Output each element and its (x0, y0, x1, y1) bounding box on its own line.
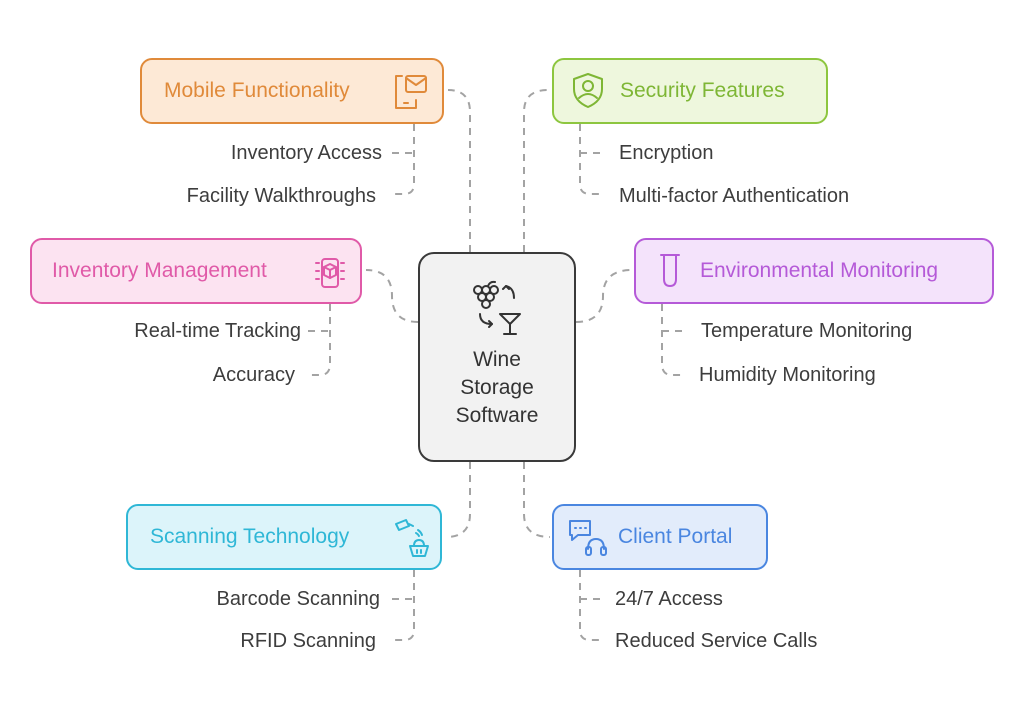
mobile-functionality-node[interactable]: Mobile Functionality (140, 58, 444, 124)
center-title-line-1: Wine (473, 348, 521, 371)
center-node[interactable]: Wine Storage Software (418, 252, 576, 462)
center-title-line-2: Storage (460, 376, 534, 399)
mobile-functionality-title: Mobile Functionality (164, 79, 350, 102)
chat-headset-icon (569, 520, 607, 556)
client-item-reduced-service-calls: Reduced Service Calls (615, 630, 818, 652)
mobile-item-facility-walkthroughs: Facility Walkthroughs (186, 185, 376, 207)
mobile-item-inventory-access: Inventory Access (230, 142, 382, 164)
inventory-item-real-time-tracking: Real-time Tracking (134, 320, 301, 342)
inventory-management-node[interactable]: Inventory Management (30, 238, 362, 304)
scanner-basket-icon (395, 519, 429, 557)
shield-user-icon (573, 73, 603, 108)
client-portal-node[interactable]: Client Portal (552, 504, 768, 570)
tablet-mail-icon (395, 75, 427, 109)
environmental-monitoring-title: Environmental Monitoring (700, 259, 939, 282)
environmental-monitoring-node[interactable]: Environmental Monitoring (634, 238, 994, 304)
security-item-encryption: Encryption (619, 142, 714, 164)
security-features-title: Security Features (620, 79, 785, 102)
scanning-item-barcode: Barcode Scanning (216, 588, 380, 610)
client-portal-title: Client Portal (618, 525, 733, 548)
scanning-item-rfid: RFID Scanning (240, 630, 376, 652)
scanning-technology-title: Scanning Technology (150, 525, 350, 548)
inventory-management-title: Inventory Management (52, 259, 267, 282)
environmental-item-temperature: Temperature Monitoring (701, 320, 913, 342)
security-item-multi-factor: Multi-factor Authentication (619, 185, 850, 207)
scanning-technology-node[interactable]: Scanning Technology (126, 504, 442, 570)
center-title-line-3: Software (455, 404, 539, 427)
inventory-item-accuracy: Accuracy (212, 364, 295, 386)
security-features-node[interactable]: Security Features (552, 58, 828, 124)
grapes-wine-glass-icon (473, 280, 521, 335)
phone-box-icon (315, 258, 345, 288)
environmental-item-humidity: Humidity Monitoring (699, 364, 876, 386)
client-item-24-7-access: 24/7 Access (615, 588, 723, 610)
test-tube-icon (660, 254, 680, 287)
